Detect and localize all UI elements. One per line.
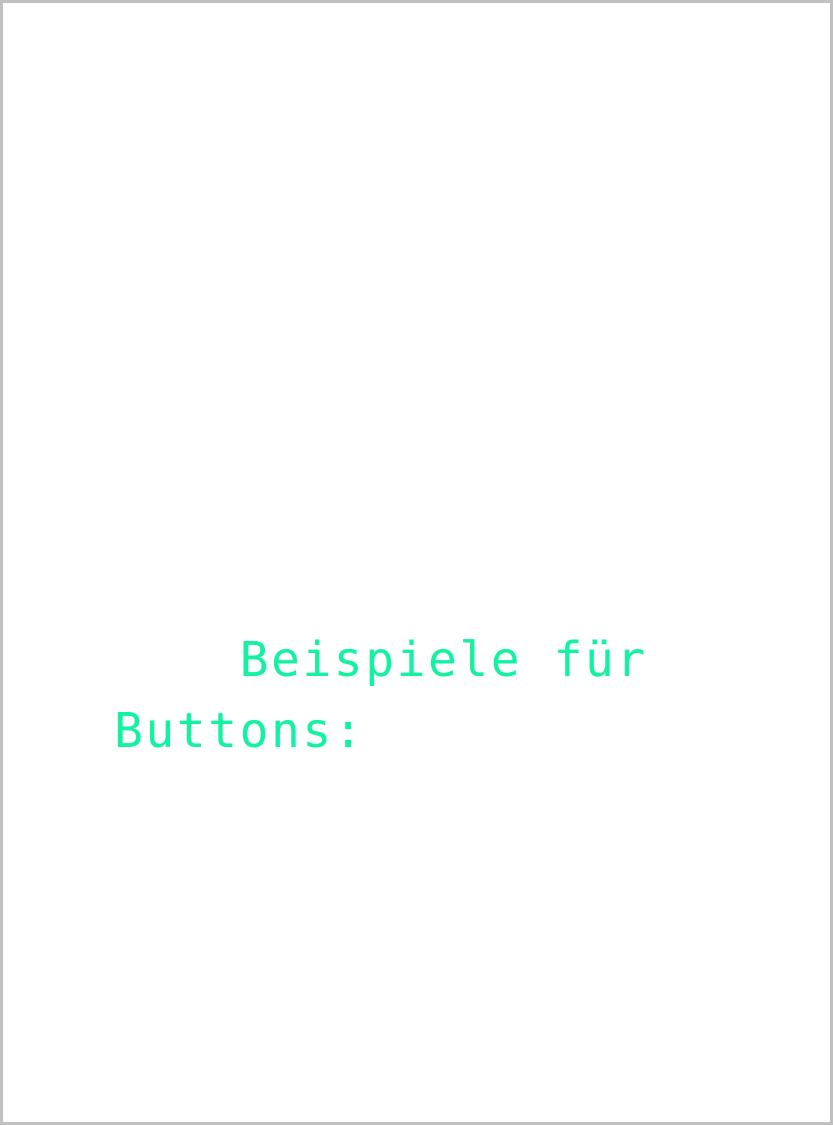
content-area: Beispiele für Buttons: (114, 483, 754, 909)
page-heading: Beispiele für Buttons: (114, 632, 680, 759)
